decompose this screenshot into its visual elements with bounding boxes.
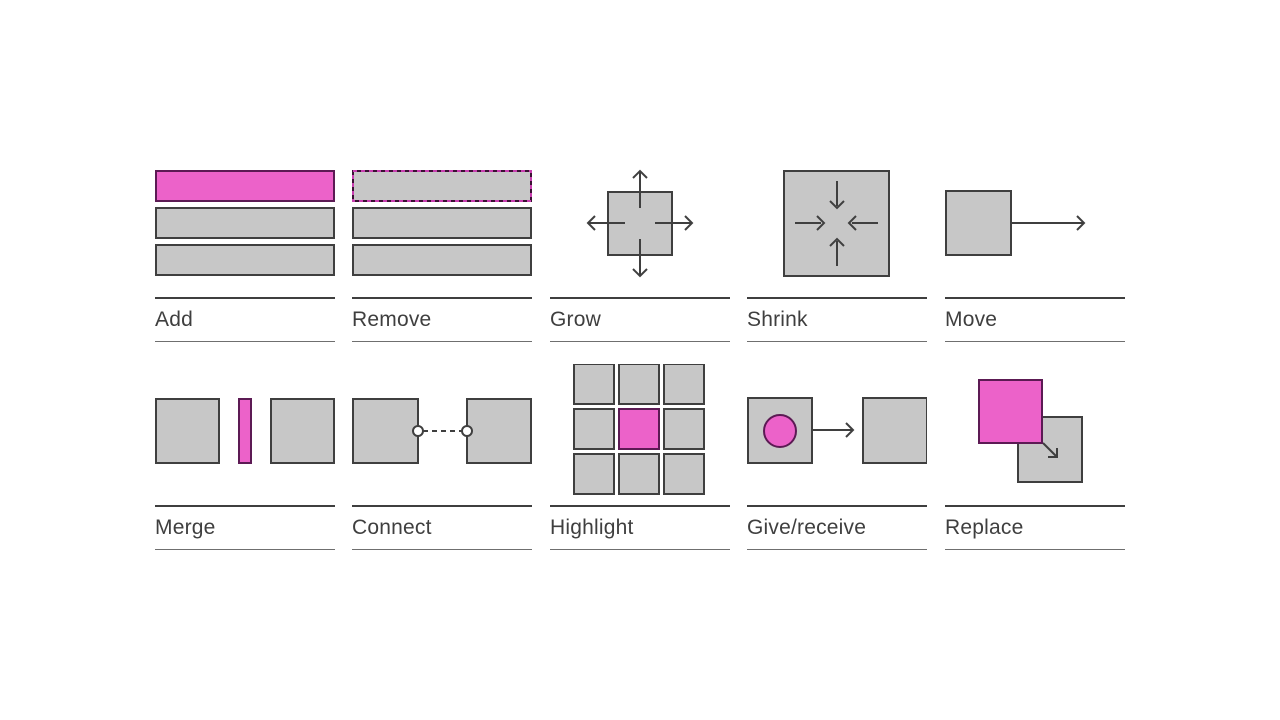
tile-caption: Merge <box>155 505 335 550</box>
tile-label: Shrink <box>747 308 808 331</box>
tile-caption: Highlight <box>550 505 730 550</box>
tile-label: Merge <box>155 516 216 539</box>
tile-label: Remove <box>352 308 432 331</box>
highlight-grid-icon <box>573 364 705 495</box>
replace-squares-icon <box>978 379 1083 483</box>
tile-label: Connect <box>352 516 432 539</box>
grow-arrows-icon <box>586 169 694 278</box>
tile-label: Replace <box>945 516 1024 539</box>
tile-grow: Grow <box>550 160 730 342</box>
tile-caption: Replace <box>945 505 1125 550</box>
tile-label: Grow <box>550 308 601 331</box>
tile-shrink: Shrink <box>747 160 927 342</box>
merge-squares-icon <box>155 398 335 464</box>
tile-caption: Connect <box>352 505 532 550</box>
tile-caption: Move <box>945 297 1125 342</box>
add-bars-icon <box>155 170 335 276</box>
tile-label: Highlight <box>550 516 634 539</box>
tile-give-receive: Give/receive <box>747 364 927 550</box>
tile-add: Add <box>155 160 335 342</box>
remove-dashed-bar-icon <box>352 170 532 276</box>
connect-nodes-icon <box>352 398 532 464</box>
move-arrow-icon <box>945 190 1086 256</box>
tile-merge: Merge <box>155 364 335 550</box>
tile-label: Give/receive <box>747 516 867 539</box>
tile-caption: Give/receive <box>747 505 927 550</box>
tile-caption: Shrink <box>747 297 927 342</box>
tile-move: Move <box>945 160 1125 342</box>
tile-connect: Connect <box>352 364 532 550</box>
tile-caption: Remove <box>352 297 532 342</box>
tile-remove: Remove <box>352 160 532 342</box>
tile-replace: Replace <box>945 364 1125 550</box>
shrink-arrows-icon <box>783 170 890 277</box>
tile-label: Add <box>155 308 193 331</box>
tile-label: Move <box>945 308 998 331</box>
tile-caption: Grow <box>550 297 730 342</box>
tile-caption: Add <box>155 297 335 342</box>
give-receive-icon <box>747 397 927 464</box>
tile-highlight: Highlight <box>550 364 730 550</box>
